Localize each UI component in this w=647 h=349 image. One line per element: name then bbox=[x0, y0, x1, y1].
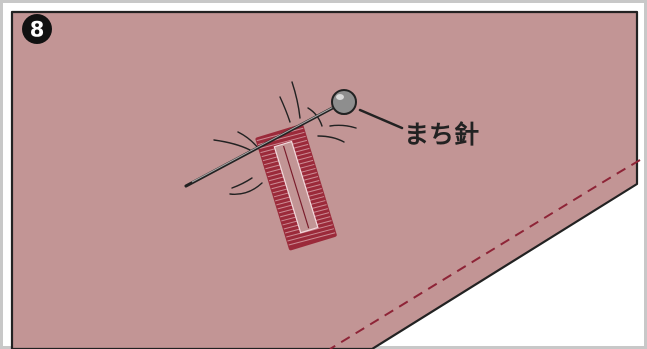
numbered-circle-icon: 8 bbox=[22, 14, 52, 44]
fabric-panel bbox=[10, 10, 639, 349]
step-number: 8 bbox=[30, 18, 45, 42]
pin-icon bbox=[331, 89, 357, 115]
callout-leader bbox=[358, 108, 404, 130]
pin-shaft bbox=[184, 102, 342, 188]
buttonhole bbox=[255, 123, 337, 251]
pin-callout-label: まち針 bbox=[404, 120, 479, 149]
